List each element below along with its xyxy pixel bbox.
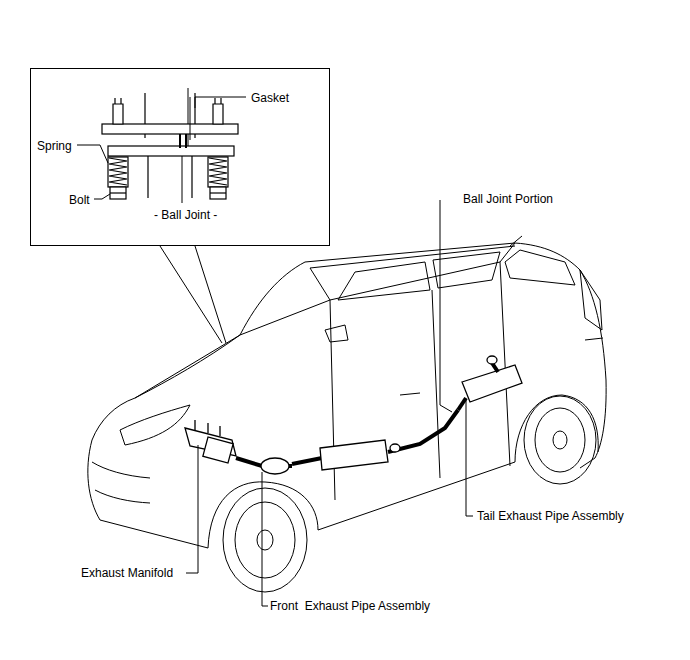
part-label: Gasket <box>250 91 290 105</box>
exhaust-system <box>185 356 522 474</box>
part-label: Front Exhaust Pipe Assembly <box>269 599 431 613</box>
part-label: Tail Exhaust Pipe Assembly <box>476 509 625 523</box>
wheels <box>223 396 596 592</box>
inset-box: GasketSpringBolt - Ball Joint - <box>30 68 330 246</box>
leader-lines <box>160 200 473 606</box>
part-label: Bolt <box>68 193 91 207</box>
part-label: Spring <box>36 139 73 153</box>
part-label: Ball Joint Portion <box>462 192 554 206</box>
inset-caption: - Ball Joint - <box>153 208 218 222</box>
car-body <box>88 236 606 548</box>
part-label: Exhaust Manifold <box>80 566 174 580</box>
